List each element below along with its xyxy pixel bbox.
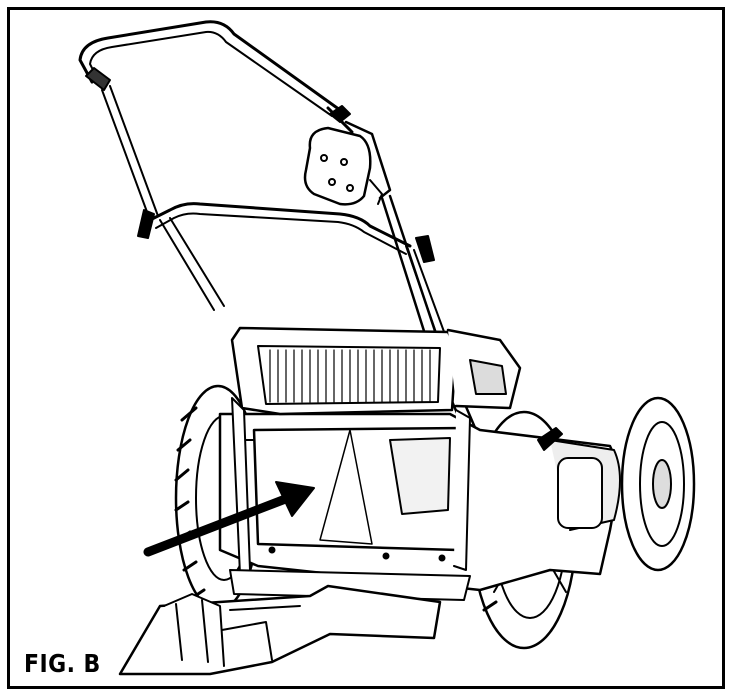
discharge-chute	[118, 584, 442, 676]
upper-handle	[78, 20, 354, 221]
battery-cover	[230, 326, 522, 416]
switch-box	[303, 105, 392, 206]
figure-frame: FIG. B	[7, 7, 725, 689]
lower-handle	[137, 194, 478, 436]
front-wheel	[620, 396, 696, 572]
mower-illustration	[78, 20, 696, 676]
direction-arrow	[143, 481, 315, 557]
rear-discharge-opening	[239, 405, 468, 562]
rear-frame	[229, 397, 471, 601]
figure-label: FIG. B	[24, 649, 101, 678]
